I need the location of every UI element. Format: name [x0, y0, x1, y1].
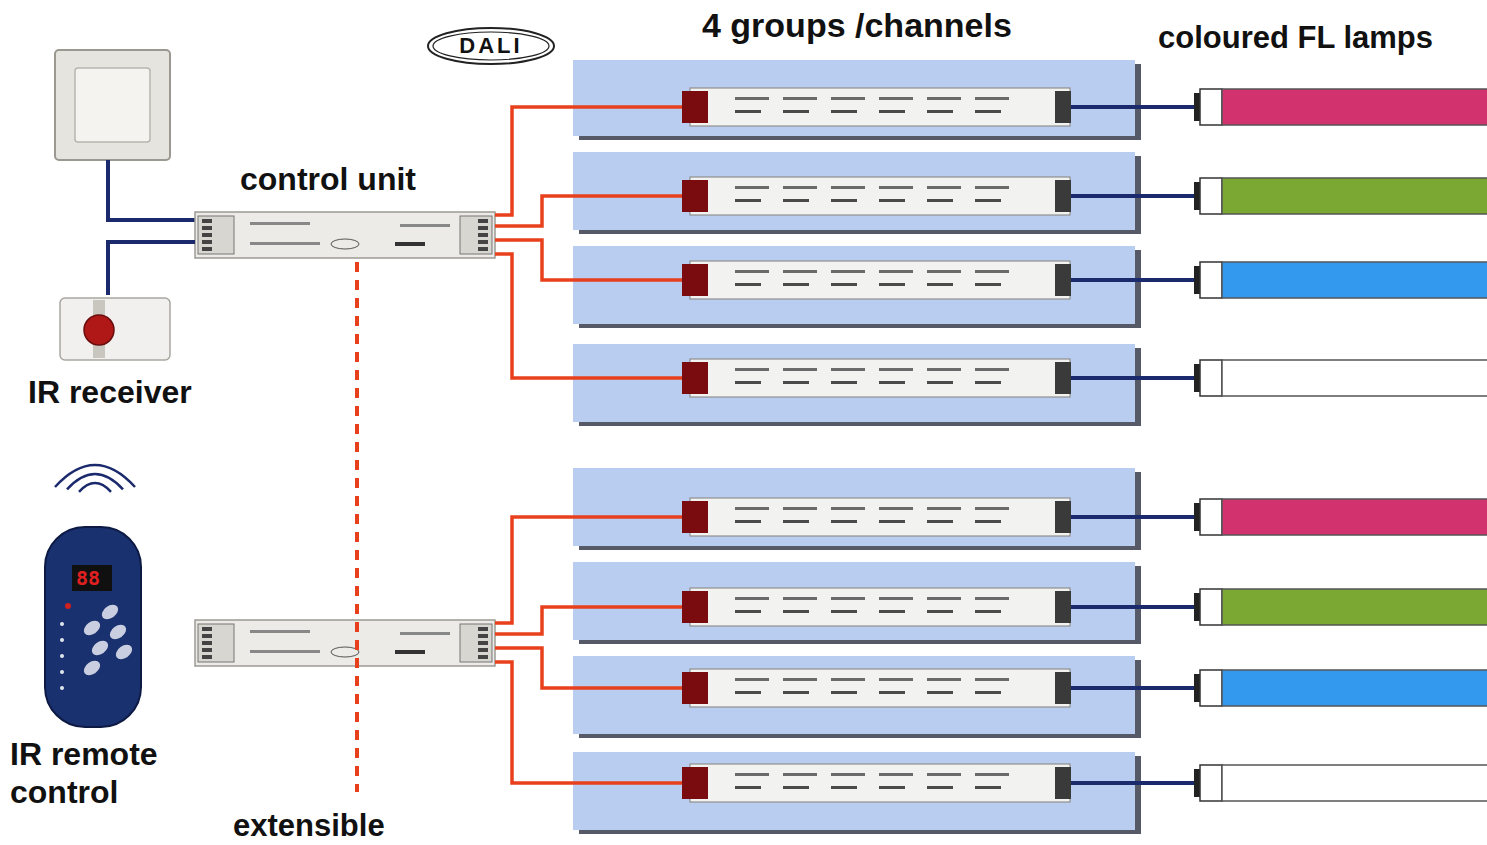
receiver-box: IR receiver [25, 295, 234, 417]
dali-wire [495, 662, 682, 783]
node-heading: IR receiver [28, 373, 234, 411]
logo-oval: DALI [426, 26, 556, 66]
switch-wire [108, 160, 198, 220]
ir-remote-icon [45, 465, 141, 727]
dali-wire [495, 607, 682, 634]
lamps-heading: coloured FL lamps [1158, 20, 1433, 56]
control-unit-box: control unit [195, 158, 499, 258]
wall-switch [55, 50, 170, 160]
ballast-channel [573, 152, 1487, 234]
dali-wire [495, 254, 682, 378]
extension-line [355, 262, 359, 792]
remote-display: 88 [76, 566, 100, 590]
control-unit-device [195, 620, 495, 666]
dali-wire [495, 107, 682, 215]
ballast-channel [573, 246, 1487, 328]
node-heading: IR remote control [10, 735, 202, 812]
remote-box: IR remote control [8, 455, 202, 825]
ballast-channel [573, 656, 1487, 738]
dali-wire [495, 240, 682, 280]
logo-text: DALI [459, 33, 522, 59]
ballast-channel [573, 344, 1487, 426]
extension-label: extensible [233, 808, 385, 844]
control-unit-device [195, 212, 495, 258]
group-heading: 4 groups /channels [702, 6, 1012, 45]
ballast-channel [573, 468, 1487, 550]
ballast-channel [573, 60, 1487, 140]
ballast-channel [573, 752, 1487, 834]
dali-wire [495, 648, 682, 688]
ballast-channel [573, 562, 1487, 644]
dali-wire [495, 196, 682, 226]
ir-receiver-icon [60, 298, 170, 360]
signal-wire [108, 242, 195, 295]
node-heading: control unit [240, 160, 499, 198]
